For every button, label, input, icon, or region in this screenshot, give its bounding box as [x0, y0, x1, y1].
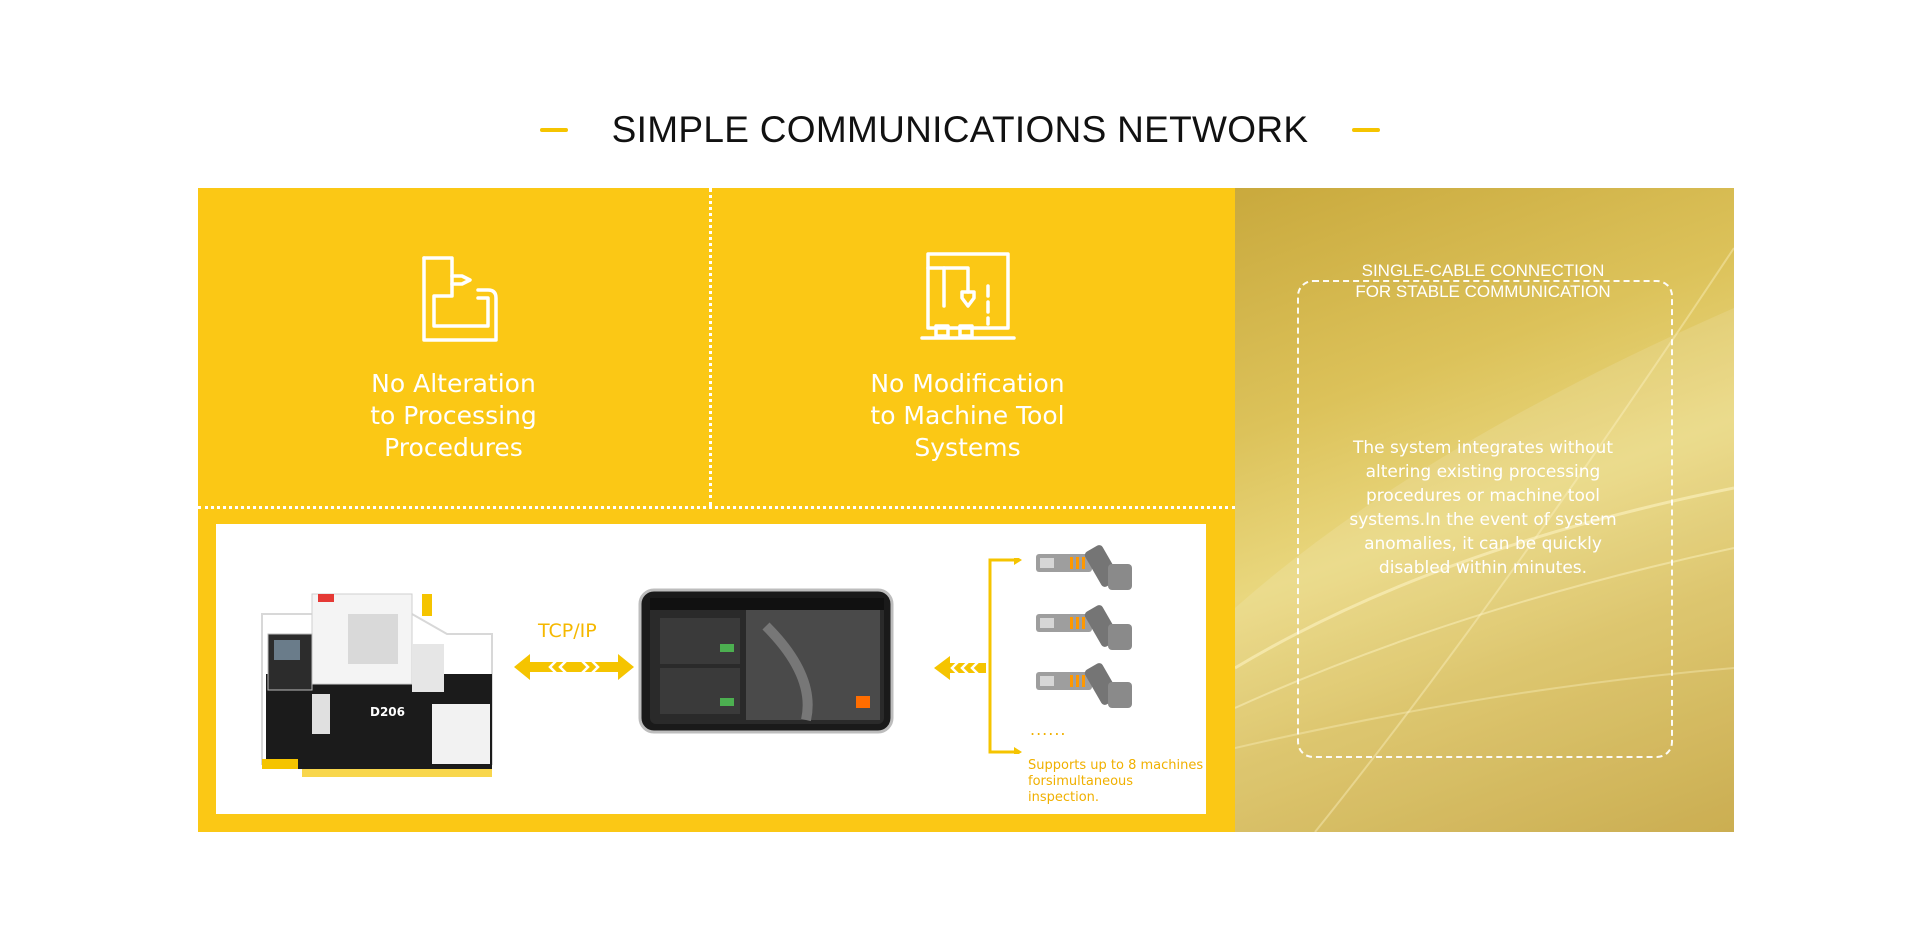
- yellow-section: No Alteration to Processing Procedures N…: [198, 188, 1235, 832]
- tablet-image: [638, 588, 894, 734]
- horizontal-divider: [198, 506, 1235, 509]
- feature-label: No Alteration to Processing Procedures: [370, 369, 537, 462]
- section-title: SIMPLE COMMUNICATIONS NETWORK: [611, 109, 1309, 150]
- incoming-arrow-icon: [934, 656, 986, 680]
- diagram-box: D206 TCP/IP: [216, 524, 1206, 814]
- connection-title-wrap: SINGLE-CABLE CONNECTION FOR STABLE COMMU…: [1295, 260, 1671, 302]
- gold-section: SINGLE-CABLE CONNECTION FOR STABLE COMMU…: [1235, 188, 1734, 832]
- title-right-dash: [1352, 128, 1381, 132]
- feature-no-modification: No Modification to Machine Tool Systems: [712, 246, 1223, 464]
- double-arrow-icon: [514, 654, 634, 680]
- camera-sensor-1: [1036, 545, 1132, 590]
- connection-title: SINGLE-CABLE CONNECTION FOR STABLE COMMU…: [1345, 260, 1621, 302]
- protocol-label: TCP/IP: [538, 620, 597, 642]
- decorative-waves: [1235, 247, 1734, 832]
- feature-no-alteration: No Alteration to Processing Procedures: [198, 246, 709, 464]
- more-machines-indicator: ......: [1030, 720, 1067, 739]
- feature-label: No Modification to Machine Tool Systems: [870, 369, 1065, 462]
- vertical-divider: [709, 188, 712, 506]
- machine-model-label: D206: [370, 705, 405, 719]
- support-note: Supports up to 8 machines forsimultaneou…: [1028, 758, 1204, 805]
- drill-icon: [421, 256, 498, 342]
- connection-description: The system integrates without altering e…: [1349, 438, 1617, 578]
- camera-sensor-2: [1036, 605, 1132, 650]
- cameras-bracket: [988, 558, 1022, 754]
- connection-frame: [1297, 280, 1673, 758]
- cnc-machine-image: D206: [261, 593, 493, 777]
- camera-sensor-3: [1036, 663, 1132, 708]
- title-left-dash: [539, 128, 568, 132]
- section-header: SIMPLE COMMUNICATIONS NETWORK: [0, 100, 1920, 160]
- network-panel: No Alteration to Processing Procedures N…: [198, 188, 1734, 832]
- machine-tool-icon: [919, 252, 1016, 340]
